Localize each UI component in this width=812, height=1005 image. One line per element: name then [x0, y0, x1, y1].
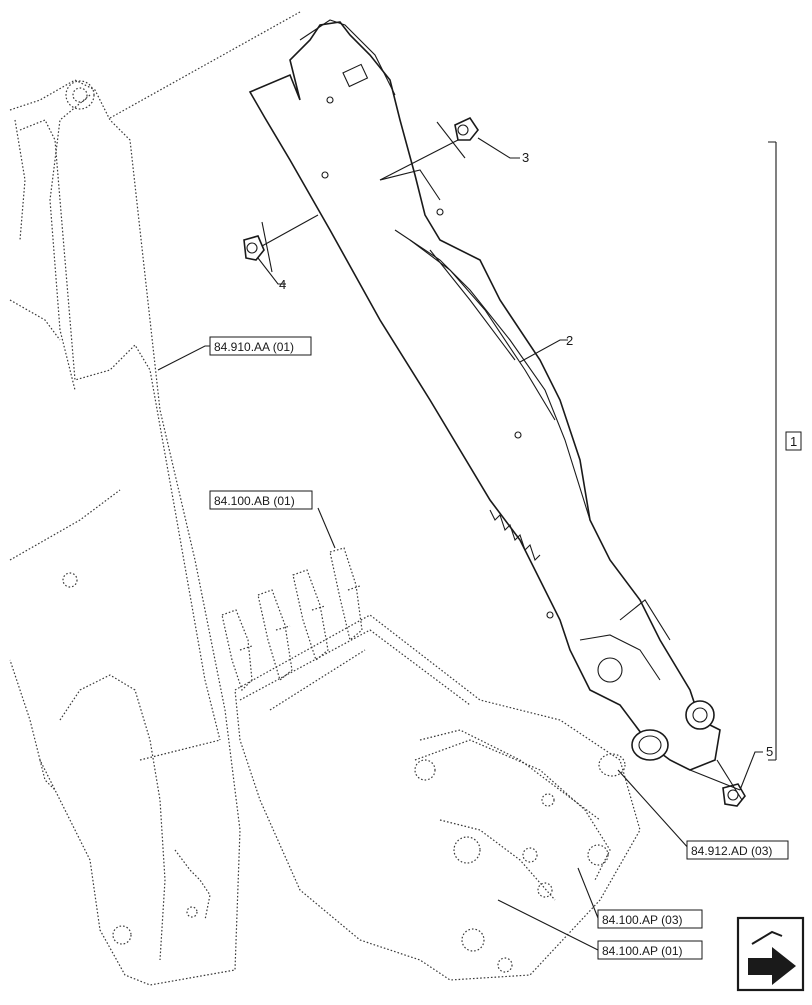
ghost-bucket — [221, 547, 641, 981]
ref-link-a-label[interactable]: 84.100.AP (03) — [602, 913, 683, 927]
ref-boom-label[interactable]: 84.910.AA (01) — [214, 340, 294, 354]
callout-1: 1 — [790, 434, 797, 449]
callout-4: 4 — [279, 277, 286, 292]
grease-fitting-3 — [454, 116, 479, 141]
ref-link-b-label[interactable]: 84.100.AP (01) — [602, 944, 683, 958]
ref-box-bushing[interactable]: 84.912.AD (03) — [686, 840, 789, 860]
grease-fitting-4 — [243, 235, 265, 261]
section-marks — [261, 121, 743, 801]
callout-1-box: 1 — [785, 431, 802, 451]
callout-5: 5 — [766, 744, 773, 759]
ghost-boom — [9, 11, 301, 986]
arm-end-bushings — [598, 729, 669, 777]
ref-teeth-label[interactable]: 84.100.AB (01) — [214, 494, 295, 508]
ref-bushing-label[interactable]: 84.912.AD (03) — [691, 844, 772, 858]
ref-box-link-a[interactable]: 84.100.AP (03) — [597, 909, 703, 929]
leader-lines — [157, 137, 777, 951]
dipper-arm — [248, 19, 721, 771]
ref-box-boom[interactable]: 84.910.AA (01) — [209, 336, 312, 356]
ref-box-teeth[interactable]: 84.100.AB (01) — [209, 490, 313, 510]
callout-3: 3 — [522, 150, 529, 165]
ref-box-link-b[interactable]: 84.100.AP (01) — [597, 940, 703, 960]
callout-2: 2 — [566, 333, 573, 348]
next-page-arrow-icon[interactable] — [736, 916, 805, 992]
